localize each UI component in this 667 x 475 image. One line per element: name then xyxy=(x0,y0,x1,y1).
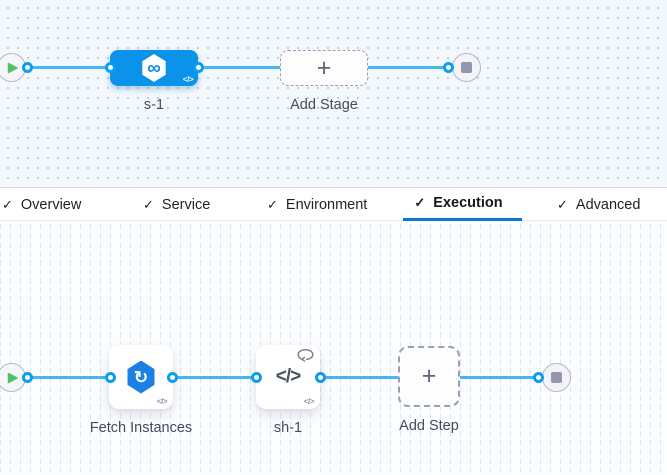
plus-icon: + xyxy=(316,53,332,82)
yaml-code-icon: </> xyxy=(182,75,194,84)
exec-start-out-port[interactable] xyxy=(22,372,33,383)
stage-connector-line xyxy=(14,66,452,69)
play-icon xyxy=(7,372,18,384)
tab-advanced[interactable]: ✓ Advanced xyxy=(557,188,640,221)
fetch-in-port[interactable] xyxy=(104,372,116,383)
shell-script-icon: </> xyxy=(275,366,302,387)
shell-in-port[interactable] xyxy=(250,372,262,383)
pipeline-end-node xyxy=(452,53,481,82)
check-icon: ✓ xyxy=(2,196,13,212)
looping-strategy-icon xyxy=(297,348,314,367)
check-icon: ✓ xyxy=(414,195,426,210)
deploy-stage-icon: ∞ xyxy=(142,54,166,82)
tab-label: Advanced xyxy=(575,196,641,213)
shell-out-port[interactable] xyxy=(314,372,326,383)
stage-canvas xyxy=(0,0,667,187)
plus-icon: + xyxy=(421,362,437,390)
fetch-out-port[interactable] xyxy=(166,372,178,383)
execution-canvas xyxy=(0,221,667,475)
stage-node-s1[interactable]: ∞ </> xyxy=(110,50,198,86)
check-icon: ✓ xyxy=(267,196,278,212)
add-step-button[interactable]: + xyxy=(398,346,460,407)
step-node-fetch-instances[interactable]: ↻ </> xyxy=(109,345,173,409)
execution-end-node xyxy=(542,363,571,392)
fetch-instances-sync-icon: ↻ xyxy=(127,360,155,394)
tab-execution[interactable]: ✓ Execution xyxy=(403,188,522,221)
stage-out-port[interactable] xyxy=(192,62,204,73)
tab-label: Execution xyxy=(433,195,503,211)
step-label: Fetch Instances xyxy=(89,420,193,436)
add-stage-label: Add Stage xyxy=(290,97,358,113)
tab-overview[interactable]: ✓ Overview xyxy=(2,188,81,221)
add-stage-button[interactable]: + xyxy=(280,50,368,86)
tab-environment[interactable]: ✓ Environment xyxy=(267,188,367,221)
play-icon xyxy=(7,62,18,74)
add-step-label: Add Step xyxy=(399,418,459,434)
yaml-code-icon: </> xyxy=(156,397,168,406)
pipeline-start-node xyxy=(0,53,26,82)
check-icon: ✓ xyxy=(557,196,568,212)
exec-end-in-port[interactable] xyxy=(532,372,544,383)
stop-icon xyxy=(551,372,562,383)
step-label: sh-1 xyxy=(273,420,303,436)
stage-label: s-1 xyxy=(143,97,165,113)
tab-service[interactable]: ✓ Service xyxy=(143,188,210,221)
tab-label: Overview xyxy=(20,196,82,213)
start-out-port[interactable] xyxy=(22,62,33,73)
end-in-port[interactable] xyxy=(442,62,454,73)
stop-icon xyxy=(461,62,472,73)
step-node-sh1[interactable]: </> </> xyxy=(256,345,320,409)
check-icon: ✓ xyxy=(143,196,154,212)
tab-label: Environment xyxy=(285,196,368,213)
tab-label: Service xyxy=(161,196,211,213)
pipeline-tabbar: ✓ Overview ✓ Service ✓ Environment ✓ Exe… xyxy=(0,187,667,221)
yaml-code-icon: </> xyxy=(303,397,315,406)
stage-in-port[interactable] xyxy=(104,62,116,73)
